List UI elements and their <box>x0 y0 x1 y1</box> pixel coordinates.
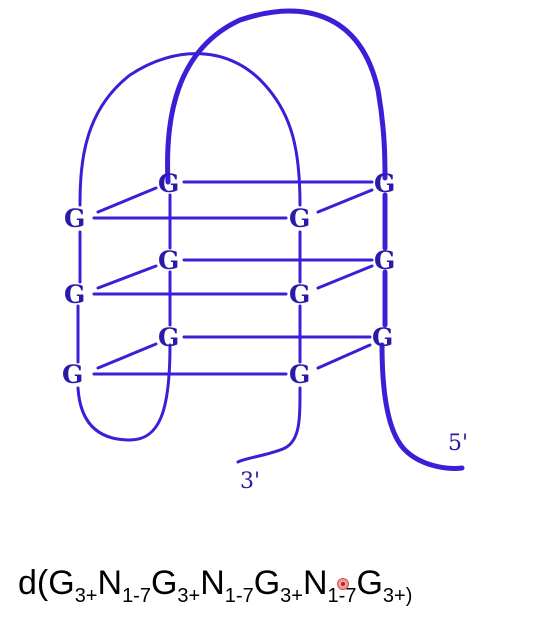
guanine-middle-back-right: G <box>374 246 395 275</box>
formula-segment: G3+) <box>356 564 412 606</box>
strand-three-prime-tail <box>236 386 302 464</box>
formula-base: G <box>48 564 75 602</box>
tetrad-top-right <box>316 188 374 214</box>
formula-subscript: 1-7 <box>224 585 254 607</box>
formula-segment: G3+ <box>253 564 303 606</box>
loop-right-top <box>165 8 388 185</box>
formula-subscript: 3+) <box>382 585 413 607</box>
formula-segment: N1-7 <box>302 564 356 606</box>
guanine-bottom-front-right: G <box>289 360 310 389</box>
formula-segment: N1-7 <box>200 564 253 606</box>
guanine-middle-front-right: G <box>289 280 310 309</box>
formula-base: N <box>200 564 225 602</box>
strand-five-prime-tail <box>379 342 465 471</box>
formula-segment: G3+ <box>48 564 97 606</box>
guanine-top-front-right: G <box>289 204 310 233</box>
formula-segment: N1-7 <box>97 564 151 606</box>
formula-base: G <box>150 564 178 602</box>
guanine-middle-front-left: G <box>64 280 85 309</box>
tetrad-middle-left <box>96 264 158 290</box>
tetrad-bottom-right <box>316 343 372 370</box>
formula-subscript: 3+ <box>177 585 201 607</box>
formula-subscript: 1-7 <box>327 585 357 607</box>
formula-subscript: 3+ <box>280 585 303 607</box>
pointer-cursor-dot <box>337 578 349 590</box>
guanine-top-back-right: G <box>374 169 395 198</box>
sequence-motif-formula: d(G3+N1-7G3+N1-7G3+N1-7G3+) <box>18 566 412 618</box>
formula-base: N <box>97 564 123 602</box>
loop-bottom-left <box>76 343 172 442</box>
guanine-top-back-left: G <box>158 169 179 198</box>
guanine-bottom-front-left: G <box>62 360 83 389</box>
three-prime-label: 3' <box>240 469 260 494</box>
formula-segment: G3+ <box>150 564 200 606</box>
formula-base: G <box>356 564 383 602</box>
tetrad-middle-right <box>316 264 374 290</box>
guanine-bottom-back-left: G <box>158 323 179 352</box>
guanine-middle-back-left: G <box>158 246 179 275</box>
five-prime-label: 5' <box>448 431 468 456</box>
tetrad-top-left <box>96 186 158 214</box>
formula-base: G <box>253 564 281 602</box>
tetrad-bottom-left <box>96 342 158 370</box>
formula-prefix: d( <box>18 564 49 602</box>
formula-subscript: 1-7 <box>122 585 151 607</box>
guanine-top-front-left: G <box>64 204 85 233</box>
formula-base: N <box>302 564 328 602</box>
formula-subscript: 3+ <box>74 585 98 607</box>
guanine-bottom-back-right: G <box>372 323 393 352</box>
